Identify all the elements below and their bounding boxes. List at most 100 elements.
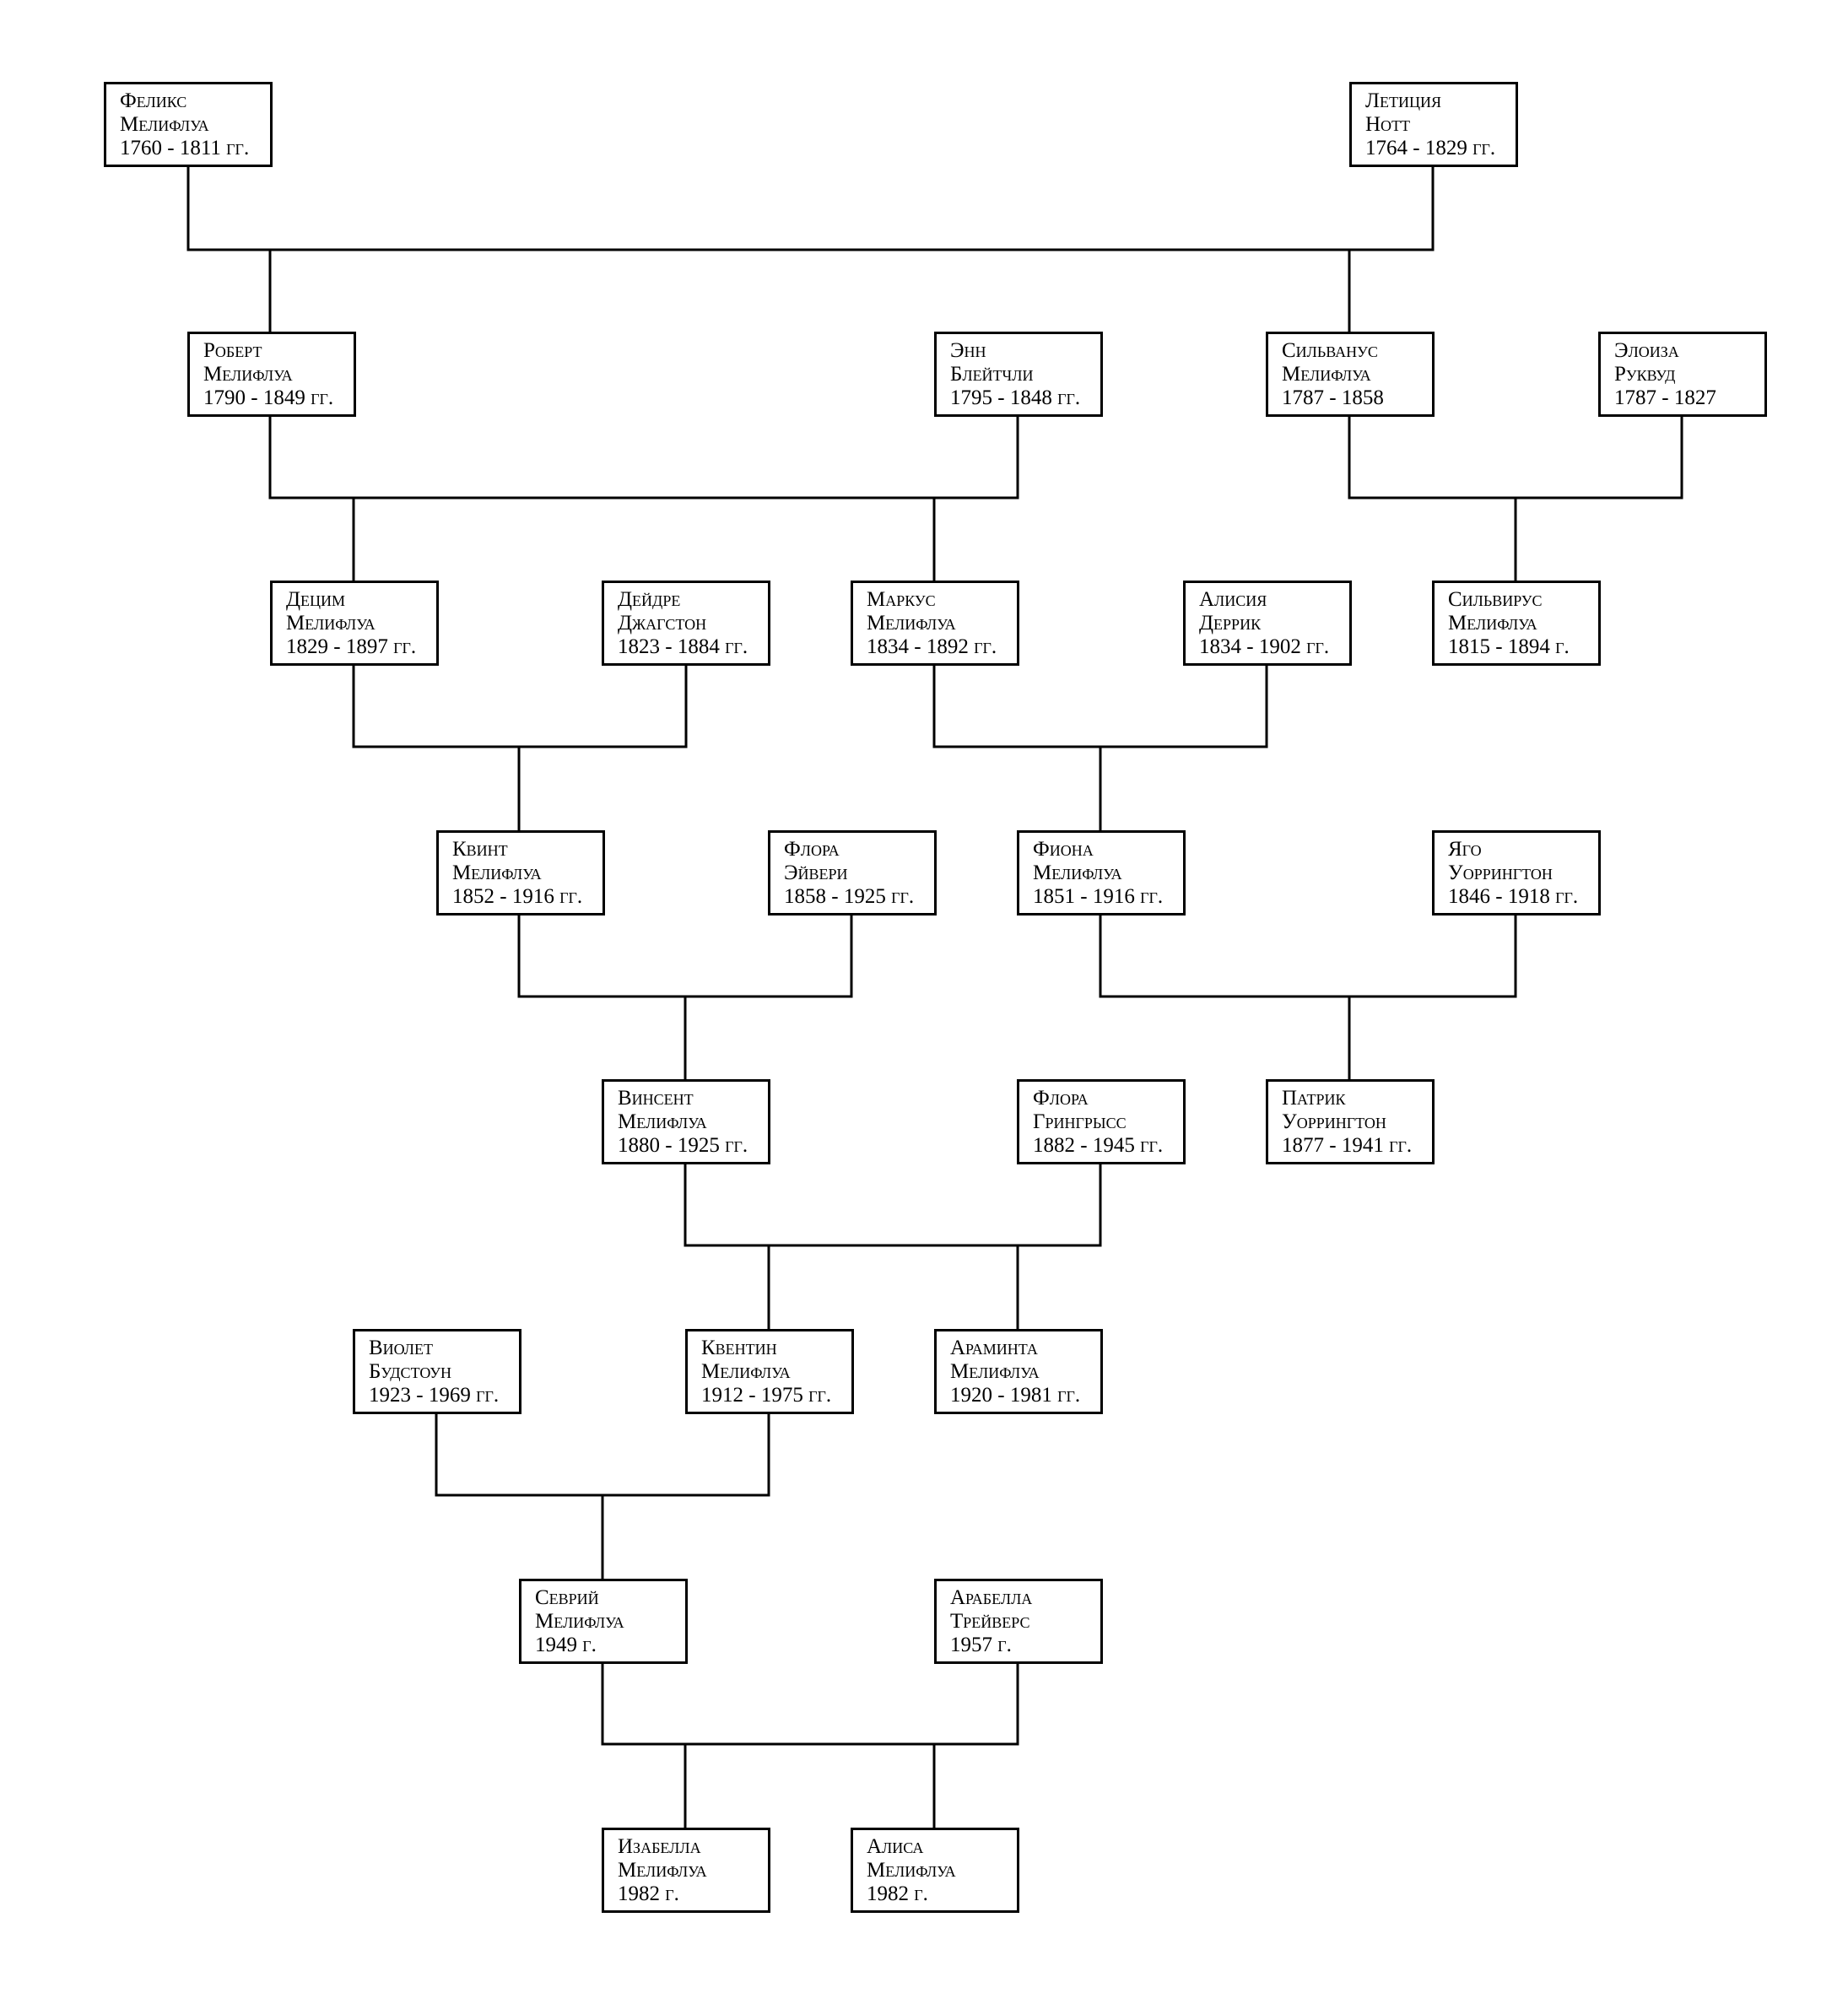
years: 1882 - 1945 гг. (1033, 1134, 1164, 1157)
person-fiona: Фиона Мелифлуа 1851 - 1916 гг. (1017, 830, 1186, 915)
years: 1834 - 1902 гг. (1199, 635, 1330, 658)
first-name: Алиса (867, 1835, 924, 1858)
years: 1764 - 1829 гг. (1365, 137, 1496, 159)
years: 1851 - 1916 гг. (1033, 885, 1164, 908)
first-name: Децим (286, 588, 346, 611)
last-name: Уоррингтон (1448, 861, 1553, 884)
last-name: Джагстон (618, 612, 707, 635)
years: 1790 - 1849 гг. (203, 386, 334, 409)
first-name: Араминта (950, 1337, 1038, 1359)
years: 1787 - 1858 (1282, 386, 1384, 409)
years: 1829 - 1897 гг. (286, 635, 417, 658)
last-name: Руквуд (1614, 363, 1676, 386)
person-araminta: Араминта Мелифлуа 1920 - 1981 гг. (934, 1329, 1103, 1414)
person-ann: Энн Блейтчли 1795 - 1848 гг. (934, 332, 1103, 417)
last-name: Мелифлуа (618, 1110, 707, 1133)
last-name: Трейверс (950, 1610, 1030, 1633)
years: 1787 - 1827 (1614, 386, 1716, 409)
first-name: Флора (784, 838, 840, 861)
first-name: Квентин (701, 1337, 777, 1359)
first-name: Маркус (867, 588, 936, 611)
first-name: Дейдре (618, 588, 681, 611)
first-name: Виолет (369, 1337, 433, 1359)
connector-line (1099, 914, 1517, 998)
last-name: Грингрысс (1033, 1110, 1127, 1133)
first-name: Флора (1033, 1087, 1089, 1110)
last-name: Эйвери (784, 861, 848, 884)
last-name: Мелифлуа (867, 612, 956, 635)
person-isabella: Изабелла Мелифлуа 1982 г. (602, 1828, 770, 1913)
person-flora-avery: Флора Эйвери 1858 - 1925 гг. (768, 830, 937, 915)
connector-line (186, 165, 1435, 251)
first-name: Квинт (452, 838, 508, 861)
first-name: Патрик (1282, 1087, 1346, 1110)
years: 1920 - 1981 гг. (950, 1384, 1081, 1407)
person-quint: Квинт Мелифлуа 1852 - 1916 гг. (436, 830, 605, 915)
years: 1880 - 1925 гг. (618, 1134, 748, 1157)
connector-line (1348, 415, 1683, 500)
years: 1912 - 1975 гг. (701, 1384, 832, 1407)
first-name: Алисия (1199, 588, 1267, 611)
years: 1982 г. (867, 1882, 928, 1905)
person-vincent: Винсент Мелифлуа 1880 - 1925 гг. (602, 1079, 770, 1164)
person-silvirus: Сильвирус Мелифлуа 1815 - 1894 г. (1432, 581, 1601, 666)
years: 1795 - 1848 гг. (950, 386, 1081, 409)
first-name: Энн (950, 339, 986, 362)
years: 1982 г. (618, 1882, 679, 1905)
last-name: Блейтчли (950, 363, 1034, 386)
first-name: Севрий (535, 1586, 599, 1609)
last-name: Нотт (1365, 113, 1411, 136)
connector-line (268, 415, 1019, 500)
person-marcus: Маркус Мелифлуа 1834 - 1892 гг. (851, 581, 1019, 666)
first-name: Феликс (120, 89, 187, 112)
years: 1923 - 1969 гг. (369, 1384, 500, 1407)
connector-line (352, 664, 688, 748)
first-name: Сильвирус (1448, 588, 1543, 611)
last-name: Мелифлуа (535, 1610, 624, 1633)
last-name: Мелифлуа (286, 612, 376, 635)
connector-line (517, 914, 853, 998)
person-alisa: Алиса Мелифлуа 1982 г. (851, 1828, 1019, 1913)
last-name: Мелифлуа (867, 1859, 956, 1882)
years: 1846 - 1918 гг. (1448, 885, 1579, 908)
last-name: Мелифлуа (950, 1360, 1040, 1383)
last-name: Мелифлуа (1282, 363, 1371, 386)
last-name: Мелифлуа (203, 363, 293, 386)
first-name: Изабелла (618, 1835, 701, 1858)
years: 1957 г. (950, 1634, 1012, 1656)
first-name: Яго (1448, 838, 1482, 861)
person-sevry: Севрий Мелифлуа 1949 г. (519, 1579, 688, 1664)
last-name: Мелифлуа (701, 1360, 791, 1383)
years: 1852 - 1916 гг. (452, 885, 583, 908)
last-name: Мелифлуа (1033, 861, 1122, 884)
first-name: Сильванус (1282, 339, 1378, 362)
last-name: Будстоун (369, 1360, 452, 1383)
person-quentin: Квентин Мелифлуа 1912 - 1975 гг. (685, 1329, 854, 1414)
years: 1834 - 1892 гг. (867, 635, 997, 658)
years: 1823 - 1884 гг. (618, 635, 748, 658)
connector-line (435, 1412, 770, 1497)
person-eloise: Элоиза Руквуд 1787 - 1827 (1598, 332, 1767, 417)
person-silvanus: Сильванус Мелифлуа 1787 - 1858 (1266, 332, 1435, 417)
connector-line (601, 1662, 1019, 1746)
person-deidre: Дейдре Джагстон 1823 - 1884 гг. (602, 581, 770, 666)
last-name: Деррик (1199, 612, 1262, 635)
first-name: Винсент (618, 1087, 694, 1110)
person-flora-grin: Флора Грингрысс 1882 - 1945 гг. (1017, 1079, 1186, 1164)
person-arabella: Арабелла Трейверс 1957 г. (934, 1579, 1103, 1664)
person-violet: Виолет Будстоун 1923 - 1969 гг. (353, 1329, 521, 1414)
first-name: Летиция (1365, 89, 1441, 112)
person-patrick: Патрик Уоррингтон 1877 - 1941 гг. (1266, 1079, 1435, 1164)
last-name: Мелифлуа (452, 861, 542, 884)
person-robert: Роберт Мелифлуа 1790 - 1849 гг. (187, 332, 356, 417)
first-name: Роберт (203, 339, 262, 362)
person-leticia: Летиция Нотт 1764 - 1829 гг. (1349, 82, 1518, 167)
last-name: Мелифлуа (120, 113, 209, 136)
years: 1949 г. (535, 1634, 597, 1656)
first-name: Арабелла (950, 1586, 1033, 1609)
connector-line (932, 664, 1268, 748)
person-felix: Феликс Мелифлуа 1760 - 1811 гг. (104, 82, 273, 167)
years: 1858 - 1925 гг. (784, 885, 915, 908)
